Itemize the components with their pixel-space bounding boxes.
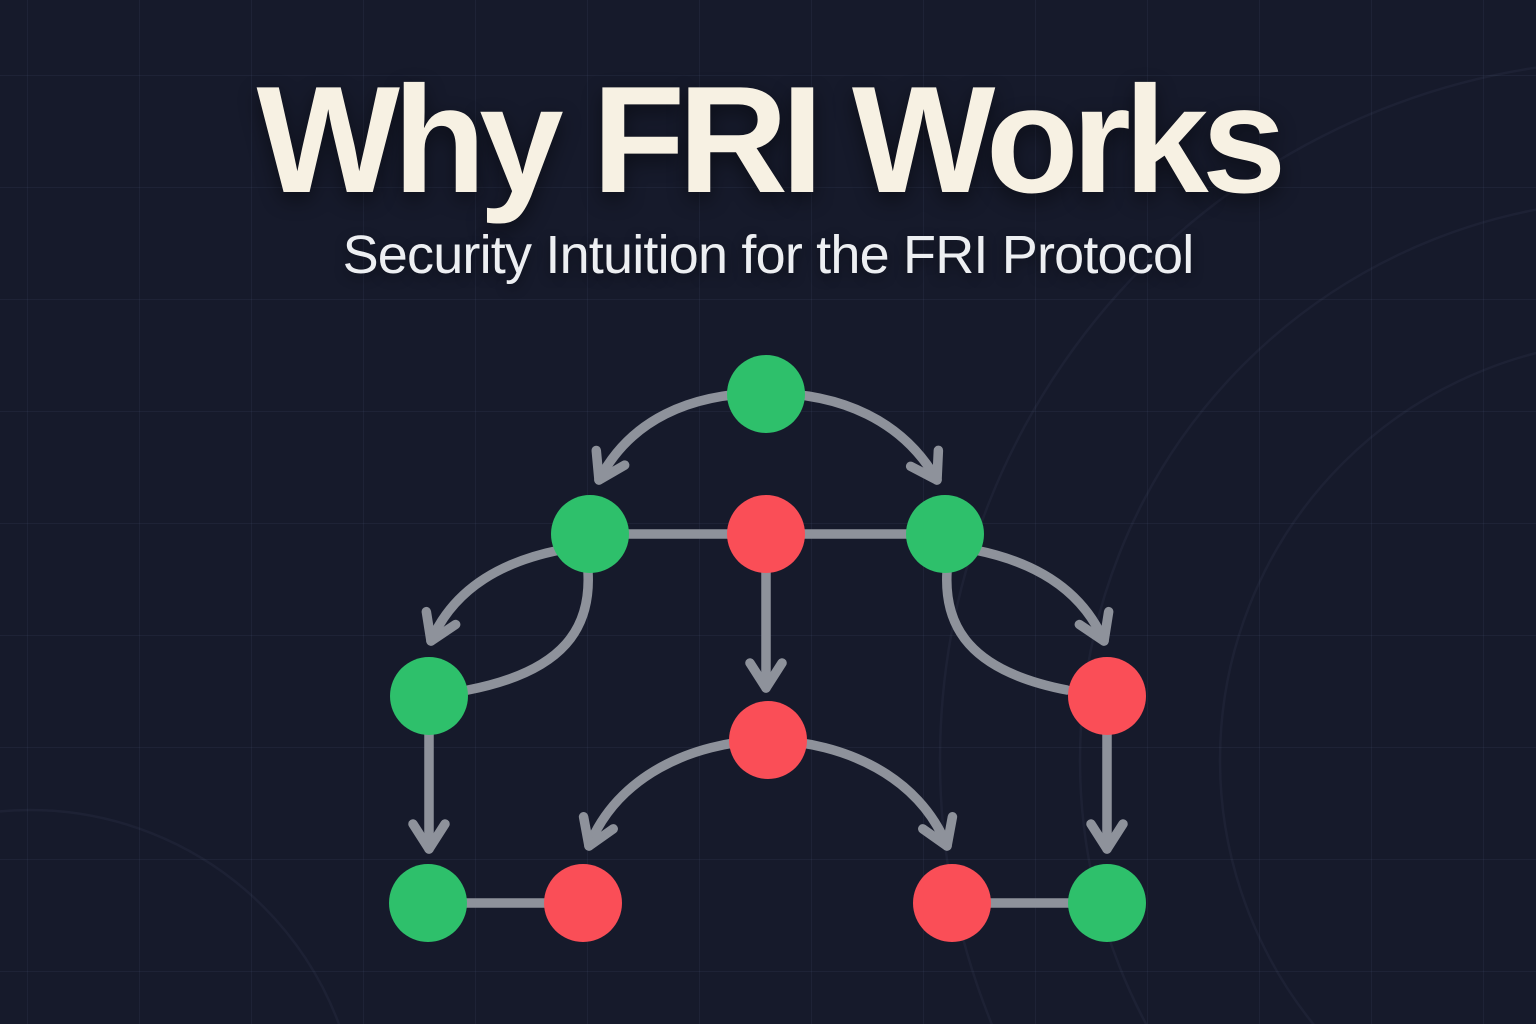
edge-right-fold-curve [942, 567, 1072, 695]
edges-layer [408, 388, 1128, 908]
decor-circle [938, 66, 1536, 1024]
node-l4-c-red [913, 864, 991, 942]
page-title: Why FRI Works [256, 55, 1286, 225]
node-l2-right-green [906, 495, 984, 573]
decor-circle [0, 808, 341, 1024]
edge-left-fold-arrow [421, 545, 565, 646]
node-l3-mid-red [729, 701, 807, 779]
node-l4-a-green [389, 864, 467, 942]
edge-left-fold-curve [463, 567, 593, 695]
node-l4-b-red [544, 864, 622, 942]
node-l2-mid-red [727, 495, 805, 573]
node-l3-right-red [1068, 657, 1146, 735]
node-l2-left-green [551, 495, 629, 573]
page-subtitle: Security Intuition for the FRI Protocol [342, 225, 1195, 285]
decor-circle [1218, 351, 1536, 1024]
header: Why FRI Works Security Intuition for the… [0, 64, 1536, 282]
nodes-layer [389, 355, 1146, 942]
decor-circle [1078, 208, 1536, 1024]
node-top-green [727, 355, 805, 433]
node-l4-d-green [1068, 864, 1146, 942]
edge-right-fold-arrow [970, 545, 1114, 646]
node-l3-left-green [390, 657, 468, 735]
